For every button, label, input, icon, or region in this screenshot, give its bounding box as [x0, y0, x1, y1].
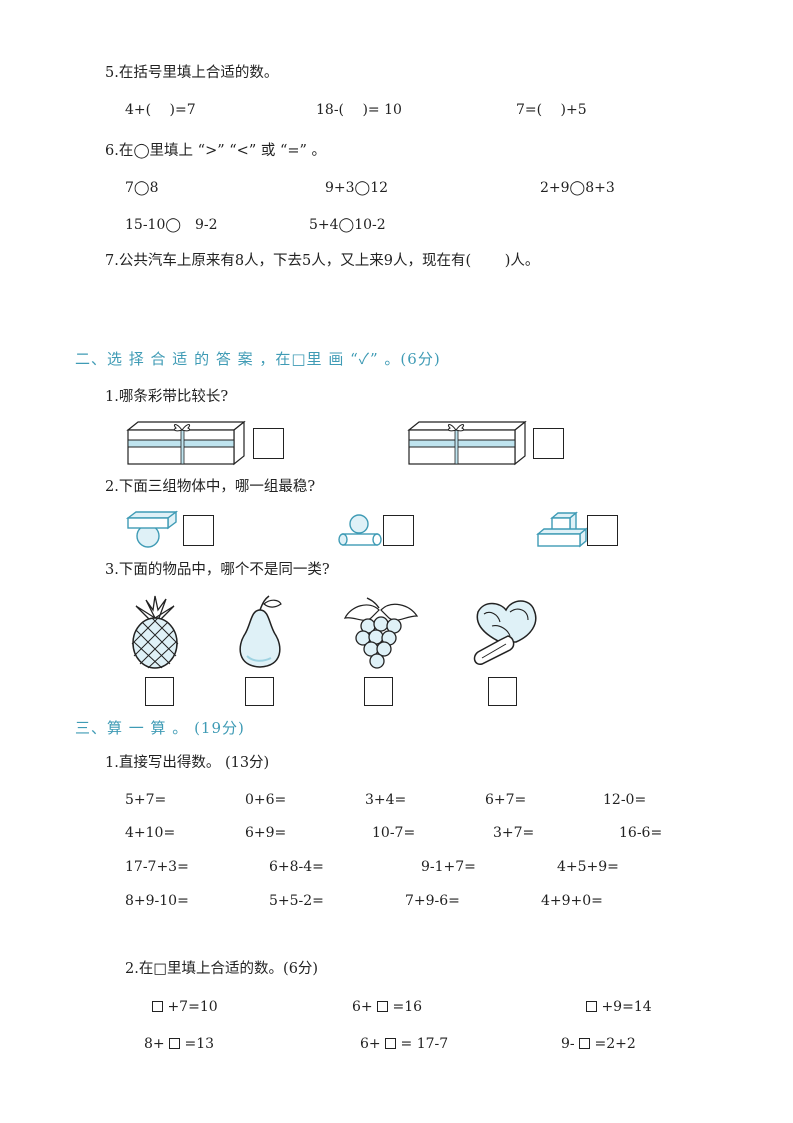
- fill-suffix: +9=14: [597, 999, 652, 1015]
- answer-box-pineapple[interactable]: [145, 677, 174, 706]
- calc-item: 16-6=: [619, 825, 663, 841]
- fill-item: 6+ =16: [352, 998, 422, 1016]
- q6-item-4: 15-10◯ 9-2: [125, 217, 218, 233]
- calc-item: 12-0=: [603, 792, 647, 808]
- fill-box[interactable]: [586, 1001, 597, 1012]
- cube-on-cuboid-icon: [536, 511, 588, 548]
- grapes-icon: [343, 597, 419, 669]
- answer-box-stack-2[interactable]: [383, 515, 414, 546]
- pineapple-icon: [131, 595, 179, 669]
- answer-box-cabbage[interactable]: [488, 677, 517, 706]
- calc-item: 10-7=: [372, 825, 416, 841]
- calc-item: 3+4=: [365, 792, 407, 808]
- q5-item-3: 7=( )+5: [516, 102, 587, 118]
- answer-box-stack-1[interactable]: [183, 515, 214, 546]
- q6-title: 6.在◯里填上 “>” “<” 或 “=” 。: [105, 143, 327, 159]
- fill-prefix: 6+: [360, 1036, 386, 1052]
- fill-box[interactable]: [579, 1038, 591, 1049]
- ball-on-cylinder-icon: [338, 514, 382, 546]
- fill-suffix: =16: [388, 999, 423, 1015]
- calc-item: 17-7+3=: [125, 859, 189, 875]
- fill-prefix: 8+: [144, 1036, 170, 1052]
- fill-item: 6+ = 17-7: [360, 1035, 448, 1053]
- s2-q1-title: 1.哪条彩带比较长?: [105, 389, 229, 405]
- q5-item-1: 4+( )=7: [125, 102, 196, 118]
- calc-item: 5+7=: [125, 792, 167, 808]
- s2-q2-title: 2.下面三组物体中，哪一组最稳?: [105, 479, 316, 495]
- fill-prefix: 6+: [352, 999, 378, 1015]
- fill-box[interactable]: [377, 1001, 389, 1012]
- fill-item: 8+ =13: [144, 1035, 214, 1053]
- answer-box-ribbon-2[interactable]: [533, 428, 564, 459]
- q6-item-1: 7◯8: [125, 180, 159, 196]
- fill-suffix: =2+2: [590, 1036, 636, 1052]
- fill-suffix: +7=10: [163, 999, 218, 1015]
- q6-item-2: 9+3◯12: [325, 180, 389, 196]
- q5-title: 5.在括号里填上合适的数。: [105, 65, 279, 81]
- answer-box-grapes[interactable]: [364, 677, 393, 706]
- q5-item-2: 18-( )= 10: [316, 102, 402, 118]
- calc-item: 7+9-6=: [405, 893, 460, 909]
- fill-suffix: = 17-7: [396, 1036, 449, 1052]
- calc-item: 8+9-10=: [125, 893, 189, 909]
- q7-title: 7.公共汽车上原来有8人，下去5人，又上来9人，现在有( )人。: [105, 253, 540, 269]
- section2-title: 二、选 择 合 适 的 答 案 ，在□里 画 “✓” 。(6分): [75, 350, 441, 368]
- calc-item: 4+9+0=: [541, 893, 603, 909]
- s3-q2-title: 2.在□里填上合适的数。(6分): [125, 961, 319, 977]
- section3-title: 三、算 一 算 。 (19分): [75, 719, 245, 737]
- cuboid-on-ball-icon: [125, 510, 179, 548]
- q6-item-3: 2+9◯8+3: [540, 180, 615, 196]
- fill-prefix: 9-: [561, 1036, 580, 1052]
- answer-box-pear[interactable]: [245, 677, 274, 706]
- pear-icon: [239, 595, 282, 668]
- fill-box[interactable]: [169, 1038, 181, 1049]
- fill-box[interactable]: [152, 1001, 163, 1012]
- calc-item: 0+6=: [245, 792, 287, 808]
- calc-item: 3+7=: [493, 825, 535, 841]
- calc-item: 6+8-4=: [269, 859, 324, 875]
- calc-item: 5+5-2=: [269, 893, 324, 909]
- s2-q3-title: 3.下面的物品中，哪个不是同一类?: [105, 562, 330, 578]
- cabbage-icon: [473, 600, 537, 665]
- gift-box-icon: [407, 420, 527, 466]
- calc-item: 9-1+7=: [421, 859, 476, 875]
- fill-box[interactable]: [385, 1038, 397, 1049]
- gift-box-icon: [126, 420, 246, 466]
- fill-item: +7=10: [152, 998, 218, 1016]
- calc-item: 4+10=: [125, 825, 176, 841]
- fill-item: +9=14: [586, 998, 652, 1016]
- calc-item: 4+5+9=: [557, 859, 619, 875]
- fill-item: 9- =2+2: [561, 1035, 636, 1053]
- answer-box-ribbon-1[interactable]: [253, 428, 284, 459]
- calc-item: 6+9=: [245, 825, 287, 841]
- calc-item: 6+7=: [485, 792, 527, 808]
- fill-suffix: =13: [180, 1036, 215, 1052]
- answer-box-stack-3[interactable]: [587, 515, 618, 546]
- s3-q1-title: 1.直接写出得数。 (13分): [105, 755, 270, 771]
- q6-item-5: 5+4◯10-2: [309, 217, 386, 233]
